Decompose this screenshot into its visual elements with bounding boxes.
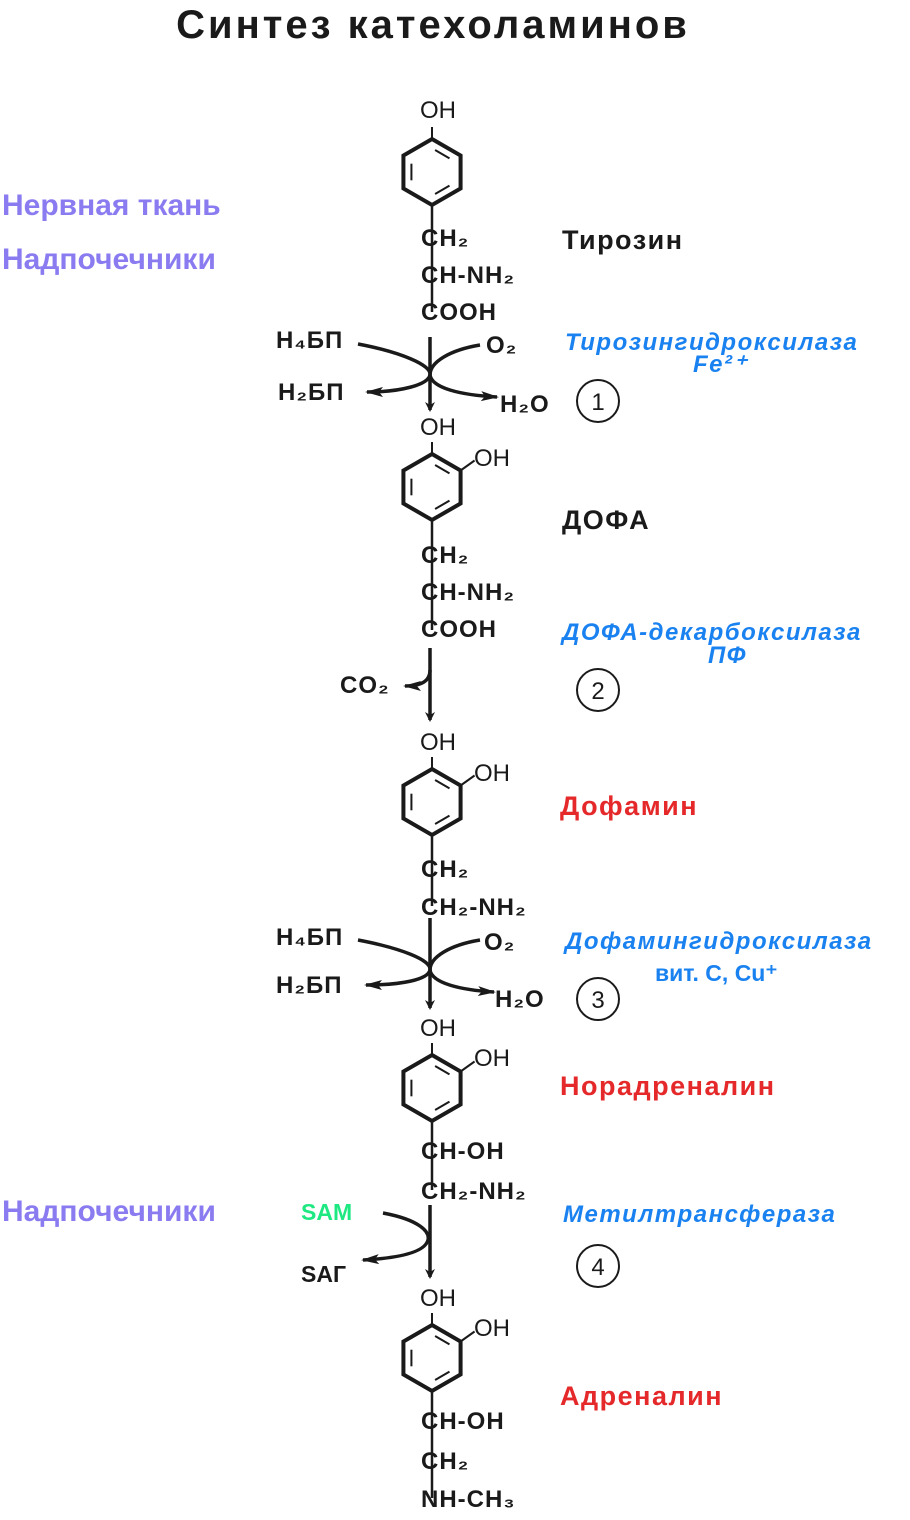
chain-group: COOH [421,299,497,326]
compound-tyrosine: OH CH₂ CH-NH₂ COOH Тирозин [420,97,684,326]
double-bond [434,814,450,825]
compound-name: ДОФА [562,505,650,535]
compound-dopamine: OH OH CH₂ CH₂-NH₂ Дофамин [420,729,698,921]
enzyme-name: Тирозингидроксилаза [565,329,858,356]
step-number: 3 [591,987,604,1014]
chain-group: CH-NH₂ [421,579,515,606]
hydroxyl-label: OH [420,729,456,756]
chain-group: CH-NH₂ [421,262,515,289]
chain-group: CH-OH [421,1408,505,1435]
chain-group: CH₂-NH₂ [421,1178,527,1205]
tissue-adrenal-bottom: Надпочечники [2,1195,216,1228]
cosubstrate-in: O₂ [484,929,515,956]
step-number: 1 [591,389,604,416]
enzyme-cofactor: вит. C, Cu⁺ [655,960,778,986]
step-number-circle [576,1244,620,1288]
cosubstrate-in: H₄БП [276,327,343,354]
chain-group: CH-OH [421,1138,505,1165]
chain-group: CH₂-NH₂ [421,894,527,921]
enzyme-name: Метилтрансфераза [563,1201,836,1228]
compound-adrenaline: OH OH CH-OH CH₂ NH-CH₃ Адреналин [420,1285,723,1513]
step-2: CO₂ ДОФА-декарбоксилаза ПФ 2 [340,619,862,722]
chain-group: CH₂ [421,225,469,252]
cosubstrate-out: H₂O [500,391,550,418]
double-bond [434,1370,450,1381]
hydroxyl-label: OH [474,445,510,472]
double-bond [434,1335,450,1346]
step-number: 2 [591,678,604,705]
double-bond [434,464,450,475]
compound-name: Норадреналин [560,1071,776,1101]
compound-name: Дофамин [560,791,698,821]
hydroxyl-label: OH [420,97,456,124]
compound-name: Адреналин [560,1381,723,1411]
byproduct: SAГ [301,1261,346,1287]
enzyme-cofactor: Fe²⁺ [693,351,749,378]
compound-noradrenaline: OH OH CH-OH CH₂-NH₂ Норадреналин [420,1015,776,1205]
step-number: 4 [591,1254,604,1281]
double-bond [434,499,450,510]
double-bond [434,1065,450,1076]
tissue-adrenal-top: Надпочечники [2,243,216,276]
compound-dopa: OH OH CH₂ CH-NH₂ COOH ДОФА [420,414,650,643]
double-bond [434,779,450,790]
chain-group: CH₂ [421,542,469,569]
hydroxyl-bond [459,1060,476,1073]
cosubstrate-in: O₂ [486,332,517,359]
step-number-circle [576,977,620,1021]
chain-group: COOH [421,616,497,643]
hydroxyl-bond [459,774,476,787]
double-bond [434,1100,450,1111]
compound-name: Тирозин [562,225,684,255]
hydroxyl-bond [459,459,476,472]
step-3: H₄БП H₂БП O₂ H₂O Дофамингидроксилаза вит… [276,918,873,1021]
step-4: SAM SAГ Метилтрансфераза 4 [301,1199,836,1288]
hydroxyl-label: OH [420,1015,456,1042]
hydroxyl-label: OH [420,414,456,441]
enzyme-name: Дофамингидроксилаза [563,928,873,955]
step-number-circle [576,668,620,712]
chain-group: CH₂ [421,1448,469,1475]
step-1: H₄БП H₂БП O₂ H₂O Тирозингидроксилаза Fe²… [276,327,858,423]
byproduct: CO₂ [340,672,390,699]
hydroxyl-label: OH [474,1315,510,1342]
enzyme-name: ДОФА-декарбоксилаза [560,619,862,646]
cosubstrate-out: H₂БП [278,379,345,406]
chain-group: NH-CH₃ [421,1486,515,1513]
tissue-nervous: Нервная ткань [2,189,221,222]
methyl-donor: SAM [301,1199,352,1225]
double-bond [434,149,450,160]
hydroxyl-label: OH [474,760,510,787]
cosubstrate-in: H₄БП [276,924,343,951]
hydroxyl-label: OH [474,1045,510,1072]
hydroxyl-bond [459,1330,476,1343]
hydroxyl-label: OH [420,1285,456,1312]
cosubstrate-out: H₂БП [276,972,343,999]
chain-group: CH₂ [421,856,469,883]
enzyme-cofactor: ПФ [708,642,747,669]
step-number-circle [576,379,620,423]
double-bond [434,184,450,195]
diagram-title: Синтез катехоламинов [176,3,690,47]
cosubstrate-out: H₂O [495,986,545,1013]
